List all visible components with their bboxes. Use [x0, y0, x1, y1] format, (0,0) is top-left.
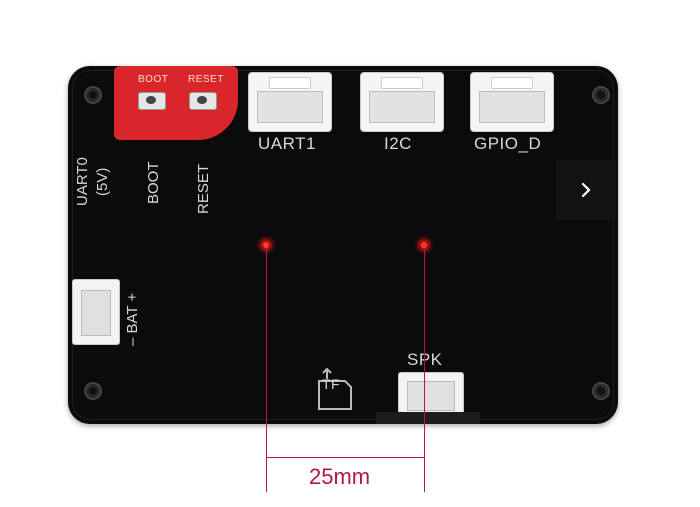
button-pcb	[114, 66, 238, 140]
uart1-connector	[248, 72, 332, 132]
speaker-cable	[376, 412, 480, 424]
battery-connector	[72, 279, 120, 345]
connector-socket	[257, 91, 323, 123]
connector-latch	[491, 77, 533, 89]
chevron-right-icon	[581, 182, 591, 198]
boot-button[interactable]	[138, 92, 166, 110]
tf-label: TF	[322, 376, 341, 392]
gpio-connector	[470, 72, 554, 132]
connector-latch	[381, 77, 423, 89]
i2c-label: I2C	[384, 134, 412, 153]
tf-card-slot	[315, 365, 355, 411]
connector-socket	[369, 91, 435, 123]
dimension-line-right	[424, 248, 425, 492]
uart1-label: UART1	[258, 134, 316, 153]
connector-latch	[269, 77, 311, 89]
battery-label: – BAT +	[124, 292, 141, 346]
connector-socket	[479, 91, 545, 123]
board-bevel	[72, 70, 614, 420]
tf-card-icon	[318, 367, 352, 410]
pcb-reset-label: RESET	[188, 74, 224, 85]
connector-socket	[81, 290, 111, 336]
boot-side-label: BOOT	[145, 161, 162, 204]
gpio-label: GPIO_D	[474, 134, 542, 153]
reset-side-label: RESET	[195, 163, 212, 214]
reset-button[interactable]	[189, 92, 217, 110]
connector-socket	[407, 381, 455, 411]
screw-icon	[84, 382, 102, 400]
uart0-label: UART0	[74, 157, 91, 206]
screw-icon	[592, 86, 610, 104]
dimension-line-left	[266, 248, 267, 492]
screw-icon	[592, 382, 610, 400]
pcb-boot-label: BOOT	[138, 74, 169, 85]
dimension-line-horizontal	[266, 457, 424, 458]
next-image-button[interactable]	[556, 160, 616, 220]
screw-icon	[84, 86, 102, 104]
dimension-label: 25mm	[309, 464, 371, 489]
i2c-connector	[360, 72, 444, 132]
uart0-voltage-label: (5V)	[94, 167, 111, 196]
